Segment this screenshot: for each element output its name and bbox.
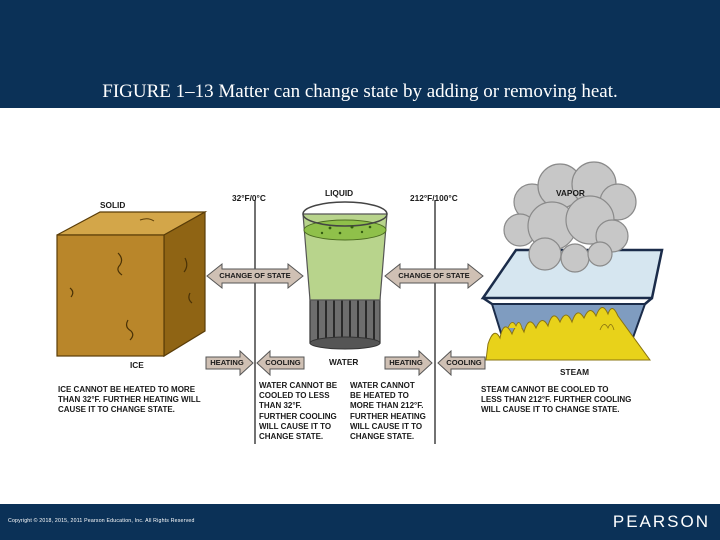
slide-footer: Copyright © 2018, 2015, 2011 Pearson Edu… bbox=[0, 504, 720, 540]
liquid-label: LIQUID bbox=[325, 188, 354, 198]
heating-arrow-right bbox=[384, 349, 433, 377]
vapor-label: VAPOR bbox=[556, 188, 585, 198]
ice-label: ICE bbox=[130, 360, 144, 370]
solid-label: SOLID bbox=[100, 200, 126, 210]
water-heat-note: WATER CANNOT BE HEATED TO MORE THAN 212°… bbox=[350, 381, 426, 442]
heating-right-label: HEATING bbox=[389, 358, 423, 367]
ice-cube-icon bbox=[56, 210, 208, 358]
heating-left-label: HEATING bbox=[210, 358, 244, 367]
boiling-pan-icon bbox=[480, 248, 664, 361]
change-of-state-left-label: CHANGE OF STATE bbox=[219, 271, 291, 280]
pearson-logo: PEARSON bbox=[612, 512, 710, 531]
figure-illustration bbox=[56, 161, 664, 444]
copyright-text: Copyright © 2018, 2015, 2011 Pearson Edu… bbox=[8, 518, 195, 524]
states-of-matter-figure: SOLID ICE LIQUID WATER VAPOR STEAM 32°F/… bbox=[0, 108, 720, 504]
glass-of-water-icon bbox=[302, 201, 388, 350]
cooling-arrow-left bbox=[256, 349, 305, 377]
temp-212f-label: 212°F/100°C bbox=[410, 193, 458, 203]
cooling-left-label: COOLING bbox=[265, 358, 301, 367]
steam-label: STEAM bbox=[560, 367, 590, 377]
slide-title: FIGURE 1–13 Matter can change state by a… bbox=[102, 81, 618, 102]
cooling-arrow-right bbox=[437, 349, 486, 377]
vapor-cloud-icon bbox=[503, 161, 637, 273]
change-of-state-arrow-right bbox=[384, 262, 484, 290]
water-cool-note: WATER CANNOT BE COOLED TO LESS THAN 32°F… bbox=[259, 381, 338, 442]
change-of-state-right-label: CHANGE OF STATE bbox=[398, 271, 470, 280]
ice-note: ICE CANNOT BE HEATED TO MORE THAN 32°F. … bbox=[58, 385, 201, 415]
water-label: WATER bbox=[329, 357, 359, 367]
slide-header: FIGURE 1–13 Matter can change state by a… bbox=[0, 0, 720, 108]
cooling-right-label: COOLING bbox=[446, 358, 482, 367]
temp-32f-label: 32°F/0°C bbox=[232, 193, 266, 203]
change-of-state-arrow-left bbox=[206, 262, 304, 290]
steam-note: STEAM CANNOT BE COOLED TO LESS THAN 212°… bbox=[481, 385, 632, 415]
heating-arrow-left bbox=[205, 349, 254, 377]
